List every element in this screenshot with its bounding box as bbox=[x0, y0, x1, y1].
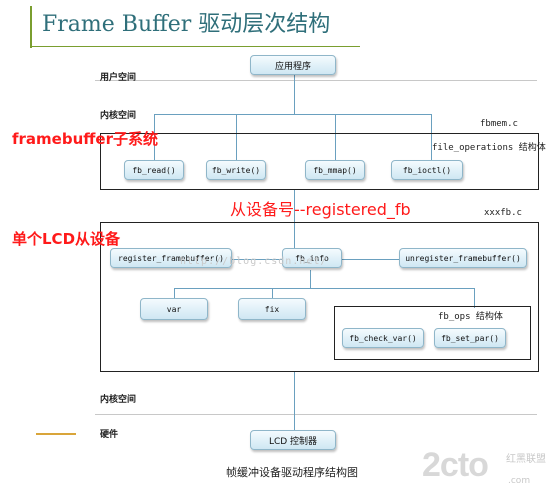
layer-label-kernel-space-bottom: 内核空间 bbox=[100, 395, 137, 405]
connector-fb-ioctl bbox=[431, 114, 432, 161]
connector-fb-ops bbox=[474, 288, 475, 308]
brand-chinese-name: 红黑联盟 bbox=[506, 454, 546, 465]
brand-domain: .com bbox=[508, 476, 531, 486]
fb-info-node: fb_info bbox=[282, 248, 342, 268]
xxxfb-file-label: xxxfb.c bbox=[484, 208, 522, 218]
title-underline bbox=[30, 46, 360, 47]
fb-set-par-node: fb_set_par() bbox=[434, 328, 506, 348]
fix-node: fix bbox=[238, 298, 306, 320]
connector-var bbox=[174, 288, 175, 298]
fb-ioctl-node: fb_ioctl() bbox=[391, 160, 463, 180]
connector-register bbox=[232, 259, 282, 260]
connector-to-lcd bbox=[294, 372, 295, 430]
layer-label-kernel-space-top: 内核空间 bbox=[100, 111, 137, 121]
watermark-url: http://blog.csdn.net/ bbox=[180, 256, 328, 267]
layer-label-hardware: 硬件 bbox=[100, 430, 119, 440]
fb-mmap-node: fb_mmap() bbox=[305, 160, 365, 180]
file-operations-label: file_operations 结构体 bbox=[432, 143, 546, 153]
decorative-orange-bar bbox=[36, 433, 76, 435]
connector-app-down bbox=[294, 74, 295, 114]
fbmem-frame bbox=[100, 133, 539, 190]
var-node: var bbox=[140, 298, 208, 320]
title-accent-bar bbox=[30, 6, 32, 48]
fb-ops-frame bbox=[334, 306, 531, 360]
xxxfb-frame bbox=[100, 222, 539, 372]
fb-ops-label: fb_ops 结构体 bbox=[438, 312, 503, 322]
connector-fb-write bbox=[236, 114, 237, 161]
lcd-controller-node: LCD 控制器 bbox=[250, 430, 336, 450]
fb-check-var-node: fb_check_var() bbox=[342, 328, 424, 348]
connector-fb-mmap bbox=[335, 114, 336, 161]
annotation-single-lcd: 单个LCD从设备 bbox=[12, 230, 121, 248]
application-node: 应用程序 bbox=[250, 55, 336, 75]
connector-fbinfo-bus bbox=[174, 288, 474, 289]
connector-fbinfo-down bbox=[310, 270, 311, 288]
layer-label-user-space: 用户空间 bbox=[100, 73, 137, 83]
brand-watermark: 2cto 红黑联盟 .com bbox=[422, 446, 552, 494]
annotation-framebuffer-subsystem: framebuffer子系统 bbox=[12, 130, 158, 148]
connector-unregister bbox=[341, 259, 399, 260]
fb-read-node: fb_read() bbox=[124, 160, 184, 180]
fb-write-node: fb_write() bbox=[206, 160, 266, 180]
annotation-slave-device-number: 从设备号--registered_fb bbox=[230, 200, 411, 219]
page-title: Frame Buffer 驱动层次结构 bbox=[42, 12, 331, 37]
diagram-caption: 帧缓冲设备驱动程序结构图 bbox=[226, 466, 358, 479]
brand-logo-text: 2cto bbox=[422, 446, 489, 484]
register-framebuffer-node: register_framebuffer() bbox=[110, 248, 232, 268]
connector-fops-bus bbox=[154, 114, 431, 115]
connector-fix bbox=[272, 288, 273, 298]
user-kernel-separator bbox=[95, 80, 537, 81]
unregister-framebuffer-node: unregister_framebuffer() bbox=[399, 248, 527, 268]
fbmem-file-label: fbmem.c bbox=[480, 119, 518, 129]
kernel-hardware-separator bbox=[95, 414, 537, 415]
connector-subsystem-to-fbinfo bbox=[294, 190, 295, 248]
connector-fb-read bbox=[154, 114, 155, 161]
